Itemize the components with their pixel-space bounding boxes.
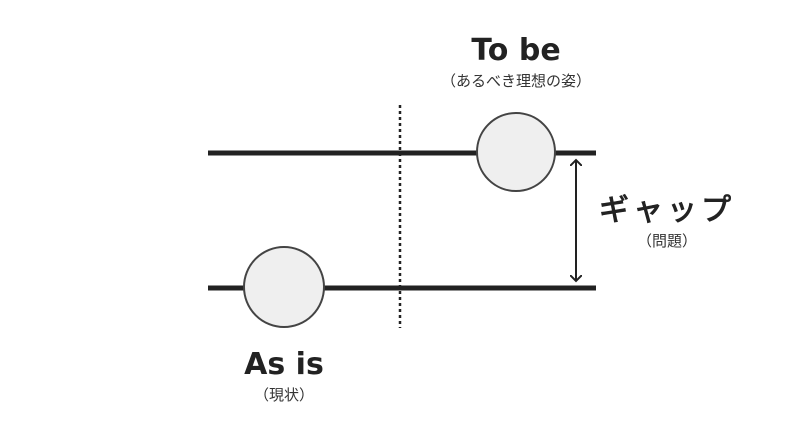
as-is-title: As is	[244, 347, 324, 382]
to-be-circle	[476, 112, 556, 192]
gap-title: ギャップ	[599, 193, 735, 228]
as-is-subtitle: （現状）	[253, 386, 314, 404]
as-is-circle	[243, 246, 325, 328]
to-be-title: To be	[471, 33, 561, 68]
gap-subtitle: （問題）	[636, 232, 697, 250]
to-be-subtitle: （あるべき理想の姿）	[440, 72, 591, 90]
